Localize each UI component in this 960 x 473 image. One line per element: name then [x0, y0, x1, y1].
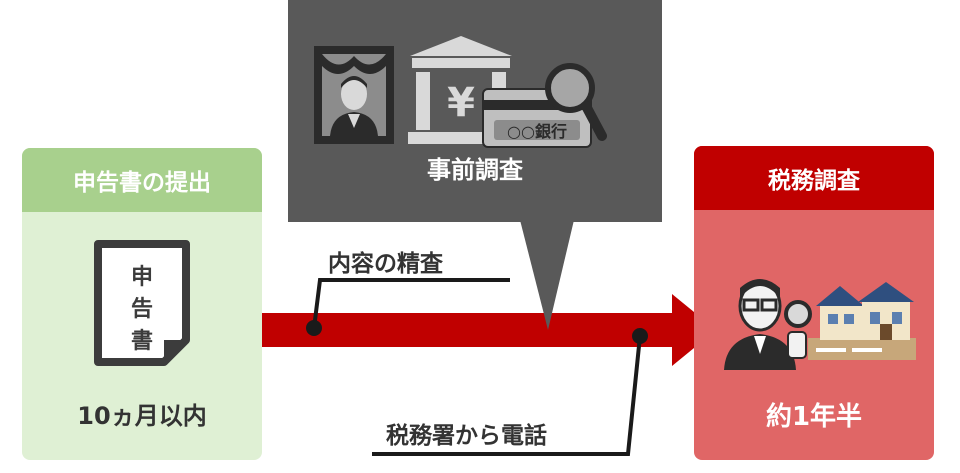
document-char-1: 申: [130, 265, 153, 290]
document-char-2: 告: [130, 297, 153, 322]
tax-office-call-label: 税務署から電話: [386, 423, 547, 449]
magnifier-icon: [545, 63, 607, 141]
callout-pointer: [520, 220, 574, 330]
filing-card: 申告書の提出 申 告 書 10ヵ月以内: [22, 148, 262, 460]
callout-title: 事前調査: [427, 156, 523, 184]
tax-return-document-icon: [94, 240, 190, 366]
bank-card-label: ○○銀行: [507, 122, 567, 141]
tax-audit-card: 税務調査 約1年半: [694, 146, 934, 460]
review-content-label: 内容の精査: [328, 251, 443, 277]
document-text: 申 告 書: [130, 262, 154, 358]
pre-investigation-callout: ¥ ○○銀行 事前調査: [288, 0, 662, 222]
audit-duration: 約1年半: [765, 402, 863, 432]
portrait-icon: [314, 46, 394, 144]
inspector-icon: [724, 279, 812, 370]
filing-card-title: 申告書の提出: [22, 148, 262, 212]
tax-audit-card-title: 税務調査: [694, 146, 934, 210]
house-icon: [808, 282, 916, 360]
svg-text:¥: ¥: [447, 80, 475, 126]
filing-deadline: 10ヵ月以内: [77, 402, 207, 430]
document-char-3: 書: [130, 329, 153, 354]
